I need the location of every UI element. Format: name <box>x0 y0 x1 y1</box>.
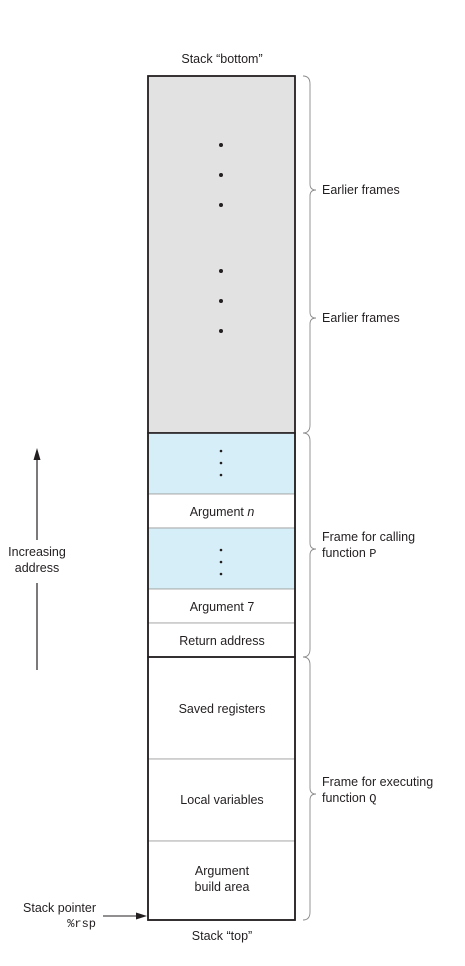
caller-args-ellipsis-dots <box>219 449 223 477</box>
caller-mid-ellipsis-cell <box>147 527 296 590</box>
frame-boundaries <box>147 75 296 921</box>
earlier-frames-ellipsis-dots <box>219 143 223 333</box>
local-variables-label: Local variables <box>180 793 263 807</box>
return-address-label: Return address <box>179 634 264 648</box>
brace-earlier-frames-2 <box>302 306 317 434</box>
saved-registers-cell <box>147 656 296 760</box>
earlier-frames-label-2: Earlier frames <box>322 311 400 325</box>
brace-frame-calling <box>302 432 317 658</box>
saved-registers-label: Saved registers <box>179 702 266 716</box>
stack-bottom-label: Stack “bottom” <box>181 52 262 66</box>
earlier-frames-label-1: Earlier frames <box>322 183 400 197</box>
brace-earlier-frames-1 <box>302 75 317 306</box>
earlier-frames-region <box>147 75 296 434</box>
stack-pointer-register: %rsp <box>67 917 96 931</box>
brace-lines <box>302 75 317 921</box>
stack-pointer-label: Stack pointer <box>23 901 96 915</box>
increasing-address-arrow <box>33 448 41 670</box>
stack-pointer-arrow <box>103 912 147 920</box>
frame-executing-label-line2: function Q <box>322 791 376 806</box>
frame-calling-label-line1: Frame for calling <box>322 530 415 544</box>
caller-mid-ellipsis-dots <box>219 548 223 576</box>
argument-build-area-label-line2: build area <box>195 880 250 894</box>
stack-top-label: Stack “top” <box>192 929 252 943</box>
argument-7-label: Argument 7 <box>190 600 255 614</box>
increasing-address-label-line2: address <box>15 561 59 575</box>
argument-build-area-cell <box>147 840 296 921</box>
argument-build-area-label-line1: Argument <box>195 864 250 878</box>
frame-calling-label-line2: function P <box>322 546 376 561</box>
frame-executing-label-line1: Frame for executing <box>322 775 433 789</box>
increasing-address-label-line1: Increasing <box>8 545 66 559</box>
argument-7-cell <box>147 588 296 624</box>
argument-n-label: Argument n <box>190 505 255 519</box>
brace-frame-executing <box>302 656 317 921</box>
